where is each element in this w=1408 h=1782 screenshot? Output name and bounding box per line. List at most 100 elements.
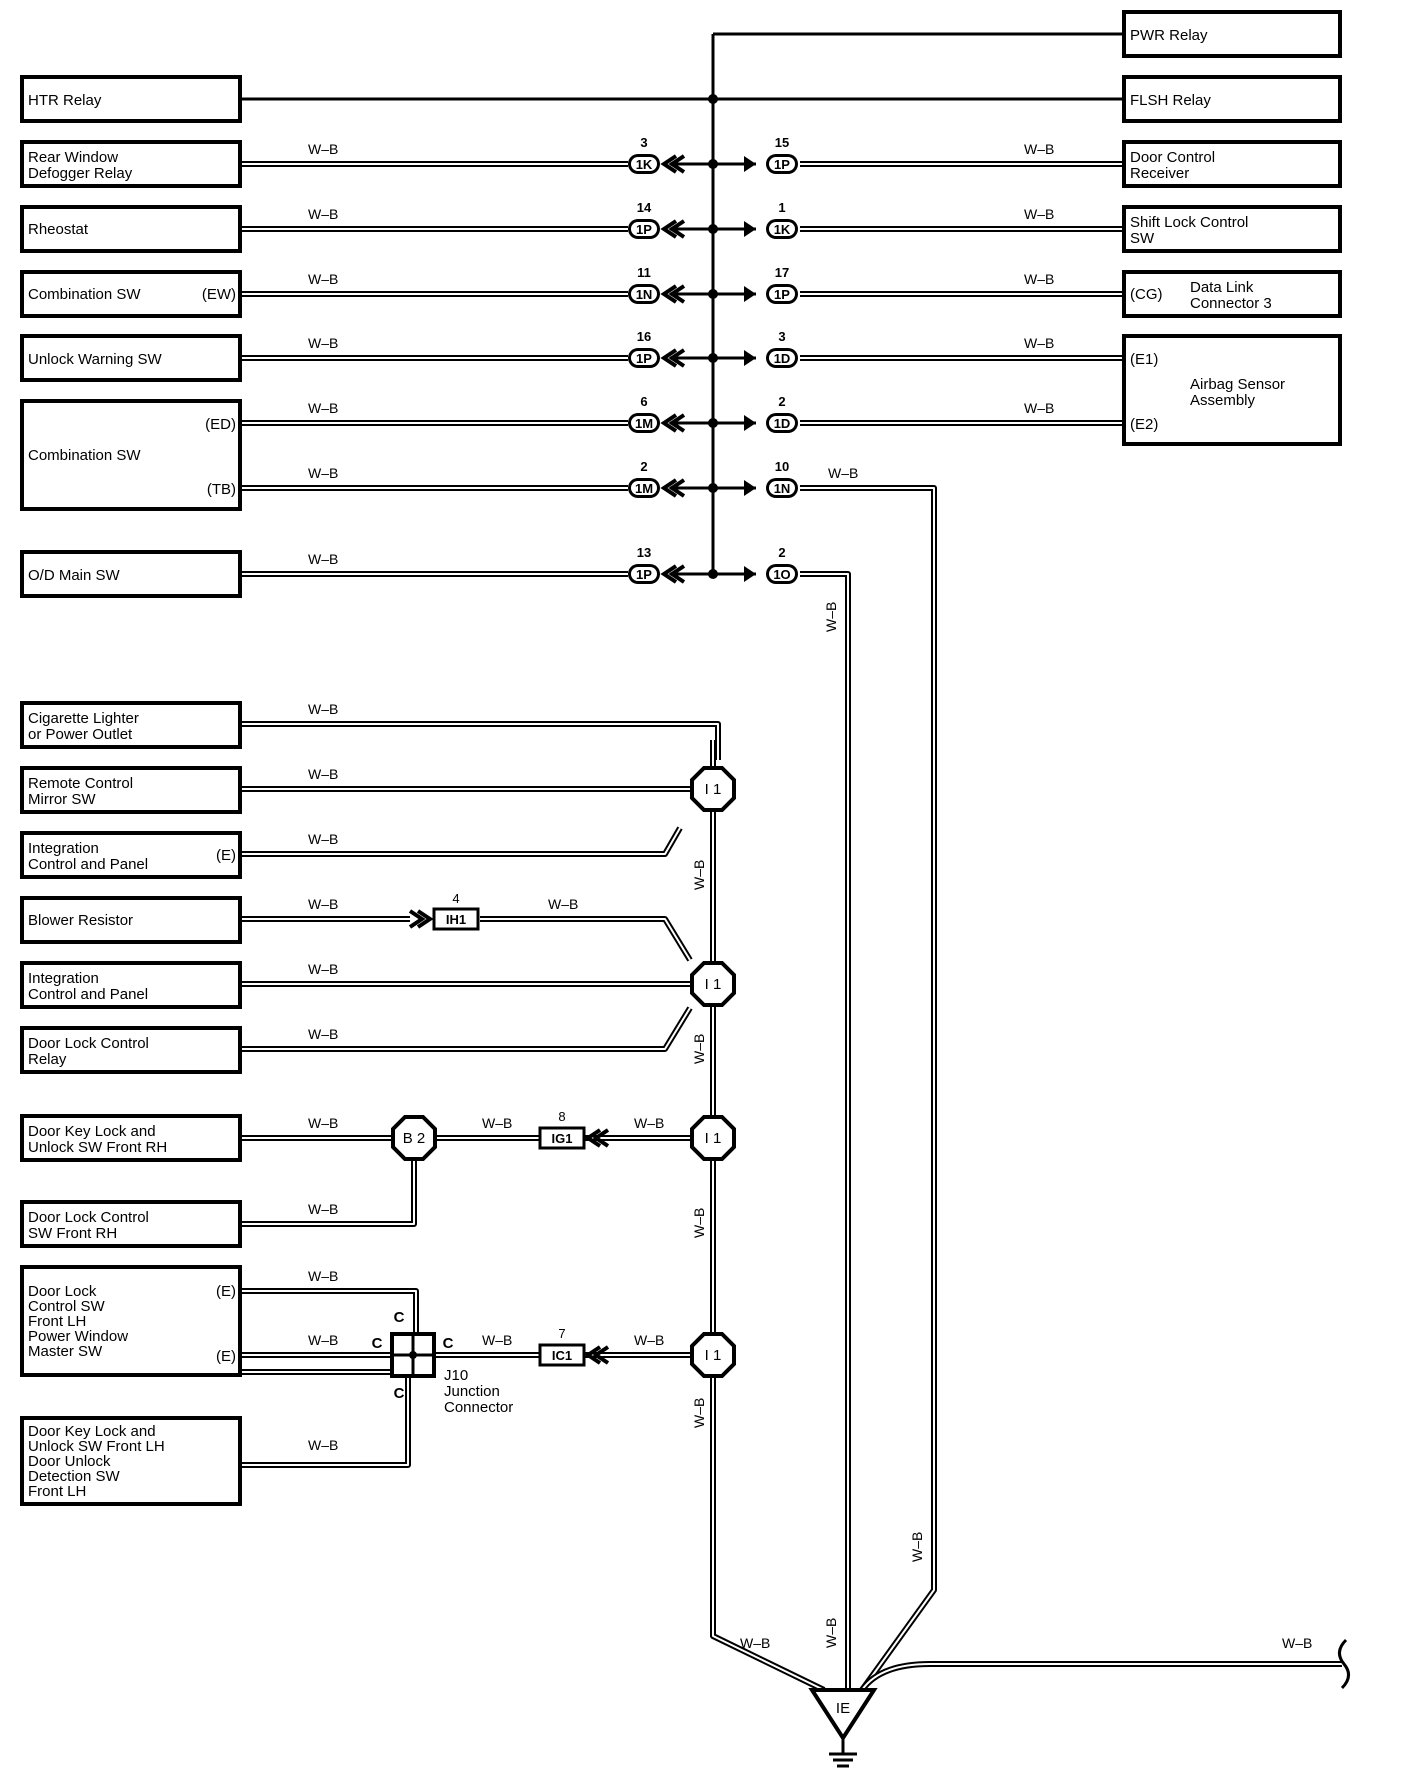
wire-label: W–B: [308, 701, 338, 717]
connector-1m-left: 6 1M: [628, 394, 686, 433]
wire-ground-right: [859, 1638, 1350, 1692]
svg-text:IG1: IG1: [552, 1131, 573, 1146]
connector-1n-right: 10 1N: [744, 459, 798, 498]
svg-text:1M: 1M: [635, 481, 653, 496]
connector-1d-right: 2 1D: [744, 394, 798, 433]
svg-text:I 1: I 1: [705, 976, 722, 993]
junction-pin: C: [443, 1335, 454, 1352]
integration-2-label: Integration: [28, 970, 99, 987]
wire-label: W–B: [634, 1115, 664, 1131]
svg-text:1N: 1N: [774, 481, 791, 496]
svg-text:6: 6: [640, 394, 647, 409]
integration-1-label: Control and Panel: [28, 856, 148, 873]
door-key-rh-box: [20, 1114, 242, 1162]
connector-1d-right: 3 1D: [744, 329, 798, 368]
splice-i1: I 1: [690, 766, 736, 812]
wire-label: W–B: [308, 1332, 338, 1348]
inline-connectors: 4 IH1 8 IG1 7 IC1: [408, 891, 610, 1367]
connector-1p-left: 14 1P: [628, 200, 686, 239]
blower-label: Blower Resistor: [28, 912, 133, 929]
svg-text:1P: 1P: [774, 287, 790, 302]
airbag-box: [1122, 334, 1342, 446]
unlock-warning-label: Unlock Warning SW: [28, 351, 162, 368]
svg-text:16: 16: [637, 329, 651, 344]
combination-sw-1-label: Combination SW: [28, 286, 141, 303]
door-lock-sw-rh-label: Door Lock Control: [28, 1209, 149, 1226]
wire-label: W–B: [823, 602, 839, 632]
wire-label: W–B: [909, 1532, 925, 1562]
rheostat-box: [20, 205, 242, 253]
connector-1p-left: 13 1P: [628, 545, 686, 584]
svg-text:1P: 1P: [774, 157, 790, 172]
wire-lower-trunk: [710, 740, 826, 1693]
svg-text:I 1: I 1: [705, 1347, 722, 1364]
htr-relay-label: HTR Relay: [28, 92, 102, 109]
component-boxes: [20, 10, 1342, 1506]
door-lock-lh-label: Door Lock: [28, 1283, 97, 1300]
wire-label: W–B: [548, 896, 578, 912]
svg-text:3: 3: [640, 135, 647, 150]
svg-text:3: 3: [778, 329, 785, 344]
connector-1o-right: 2 1O: [744, 545, 798, 584]
svg-text:17: 17: [775, 265, 789, 280]
cigarette-label: Cigarette Lighter: [28, 710, 139, 727]
wire-label: W–B: [308, 335, 338, 351]
connectors-left: 3 1K 14 1P 11 1N 16 1P 6 1M: [628, 135, 686, 584]
wire-label: W–B: [308, 141, 338, 157]
wire-label: W–B: [308, 1201, 338, 1217]
shift-lock-box: [1122, 205, 1342, 253]
door-lock-lh-box: [20, 1265, 242, 1377]
wire-label: W–B: [308, 400, 338, 416]
svg-text:8: 8: [558, 1109, 565, 1124]
wire-label: W–B: [308, 1026, 338, 1042]
svg-text:1K: 1K: [636, 157, 653, 172]
od-main-box: [20, 550, 242, 598]
svg-text:1P: 1P: [636, 351, 652, 366]
door-key-lh-box: [20, 1416, 242, 1506]
svg-text:B 2: B 2: [403, 1130, 426, 1147]
connector-1p-left: 16 1P: [628, 329, 686, 368]
connector-1m-left: 2 1M: [628, 459, 686, 498]
connector-ih1: 4 IH1: [408, 891, 480, 931]
splice-i1: I 1: [690, 1332, 736, 1378]
splice-i1: I 1: [690, 961, 736, 1007]
remote-mirror-box: [20, 766, 242, 814]
wire-label: W–B: [691, 1034, 707, 1064]
door-lock-lh-label: Master SW: [28, 1343, 103, 1360]
door-lock-relay-label: Relay: [28, 1051, 67, 1068]
door-key-rh-label: Unlock SW Front RH: [28, 1139, 167, 1156]
terminal-labels: (EW) (CG) (E1) (E2) (ED) (TB) (E) (E) (E…: [202, 286, 1163, 1365]
integration-1-label: Integration: [28, 840, 99, 857]
shift-lock-label: Shift Lock Control: [1130, 214, 1248, 231]
svg-text:1P: 1P: [636, 567, 652, 582]
integration-1-box: [20, 831, 242, 879]
svg-text:1D: 1D: [774, 416, 791, 431]
connector-ig1: 8 IG1: [538, 1109, 610, 1150]
cigarette-box: [20, 701, 242, 749]
ground-symbol-ie: IE: [808, 1688, 878, 1768]
terminal-cg: (CG): [1130, 286, 1163, 303]
svg-text:2: 2: [778, 545, 785, 560]
wire-label: W–B: [308, 1115, 338, 1131]
svg-text:7: 7: [558, 1326, 565, 1341]
door-control-receiver-box: [1122, 140, 1342, 188]
wire-ground-returns: [800, 485, 937, 1692]
wire-label: W–B: [691, 860, 707, 890]
svg-text:11: 11: [637, 265, 651, 280]
svg-text:I 1: I 1: [705, 781, 722, 798]
od-main-label: O/D Main SW: [28, 567, 121, 584]
door-key-rh-label: Door Key Lock and: [28, 1123, 156, 1140]
integration-2-box: [20, 961, 242, 1009]
flsh-relay-box: [1122, 75, 1342, 123]
wire-label: W–B: [308, 961, 338, 977]
door-lock-sw-rh-box: [20, 1200, 242, 1248]
svg-text:IC1: IC1: [552, 1348, 572, 1363]
rheostat-label: Rheostat: [28, 221, 89, 238]
terminal-tb: (TB): [207, 481, 236, 498]
svg-text:13: 13: [637, 545, 651, 560]
terminal-e1: (E1): [1130, 351, 1158, 368]
remote-mirror-label: Remote Control: [28, 775, 133, 792]
connector-ic1: 7 IC1: [538, 1326, 610, 1367]
data-link-box: [1122, 270, 1342, 318]
